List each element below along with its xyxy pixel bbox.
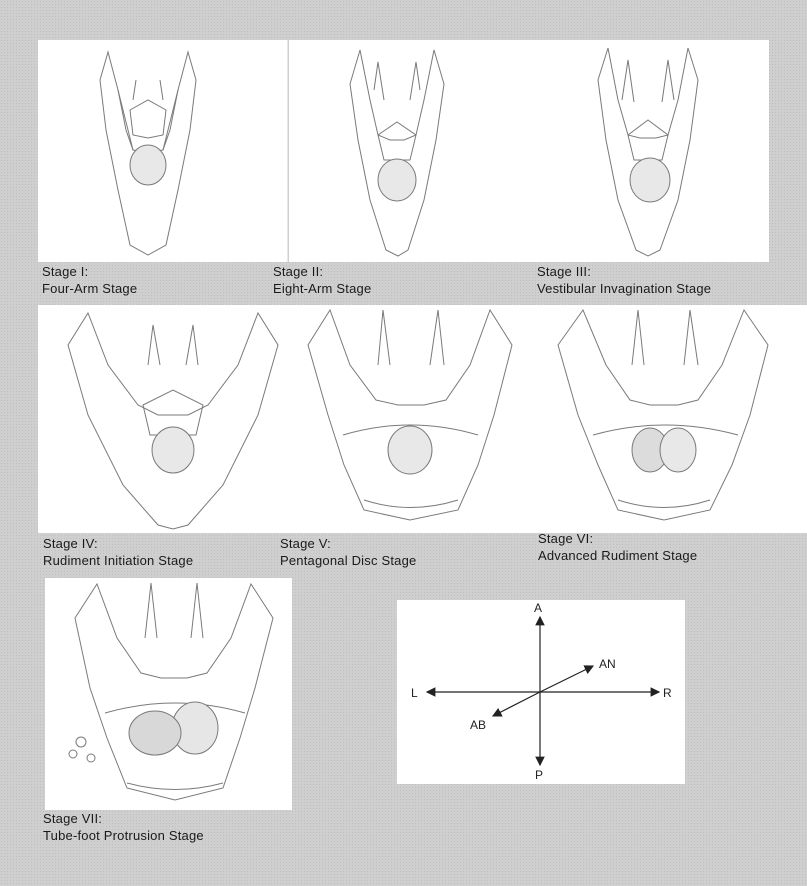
caption-stage-2: Stage II: Eight-Arm Stage (273, 263, 371, 297)
axis-an (540, 666, 593, 692)
caption-stage-4: Stage IV: Rudiment Initiation Stage (43, 535, 193, 569)
axis-ab (493, 692, 540, 716)
row3-panel (45, 578, 292, 810)
label-l: L (411, 686, 418, 700)
larva-stage-1 (100, 52, 196, 255)
stage-name: Eight-Arm Stage (273, 280, 371, 297)
stage-name: Advanced Rudiment Stage (538, 547, 697, 564)
stage-title: Stage II: (273, 263, 371, 280)
axis-svg: A P L R AN AB (397, 600, 685, 784)
stage-title: Stage IV: (43, 535, 193, 552)
stage-title: Stage III: (537, 263, 711, 280)
stage-title: Stage V: (280, 535, 416, 552)
larva-stage-3 (598, 48, 698, 256)
stage-name: Vestibular Invagination Stage (537, 280, 711, 297)
larva-stage-5 (308, 310, 512, 520)
row1-divider (288, 40, 289, 262)
larva-stage-2 (350, 50, 444, 256)
caption-stage-7: Stage VII: Tube-foot Protrusion Stage (43, 810, 204, 844)
larva-stage-7 (45, 578, 292, 810)
label-a: A (534, 601, 542, 615)
stage-title: Stage VII: (43, 810, 204, 827)
caption-stage-3: Stage III: Vestibular Invagination Stage (537, 263, 711, 297)
row1-drawings (38, 40, 769, 262)
axis-diagram: A P L R AN AB (397, 600, 685, 784)
label-an: AN (599, 657, 616, 671)
label-r: R (663, 686, 672, 700)
stage-name: Pentagonal Disc Stage (280, 552, 416, 569)
stage-name: Tube-foot Protrusion Stage (43, 827, 204, 844)
larva-stage-4 (68, 313, 278, 529)
stage-title: Stage I: (42, 263, 137, 280)
stage-name: Four-Arm Stage (42, 280, 137, 297)
label-p: P (535, 768, 543, 782)
caption-stage-6: Stage VI: Advanced Rudiment Stage (538, 530, 697, 564)
stage-name: Rudiment Initiation Stage (43, 552, 193, 569)
label-ab: AB (470, 718, 486, 732)
row1-panel (38, 40, 769, 262)
caption-stage-1: Stage I: Four-Arm Stage (42, 263, 137, 297)
larva-stage-6 (558, 310, 768, 520)
row2-drawings (38, 305, 807, 533)
stage-title: Stage VI: (538, 530, 697, 547)
row2-panel (38, 305, 807, 533)
caption-stage-5: Stage V: Pentagonal Disc Stage (280, 535, 416, 569)
